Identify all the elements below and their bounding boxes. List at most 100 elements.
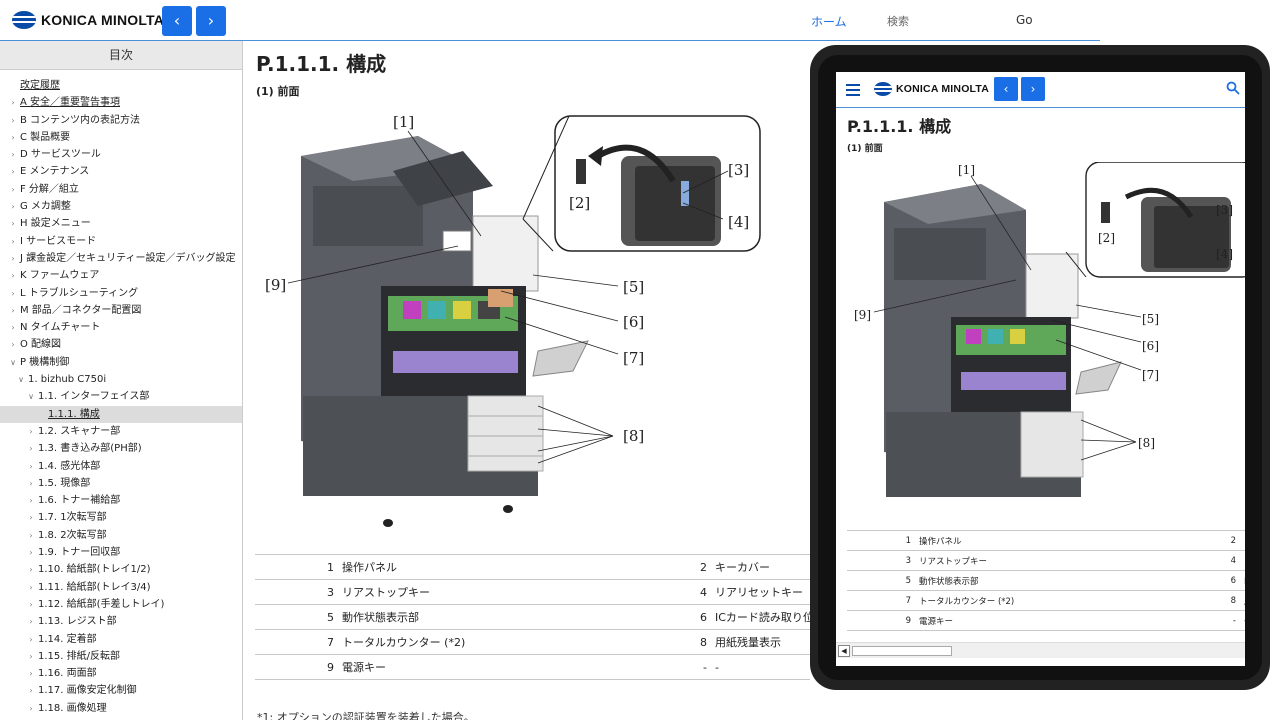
- search-link[interactable]: 検索: [887, 15, 909, 28]
- toc-item[interactable]: ›1.16. 両面部: [0, 665, 242, 682]
- toc-item-label[interactable]: D サービスツール: [20, 149, 101, 161]
- toc-item-label[interactable]: 1.17. 画像安定化制御: [38, 685, 137, 697]
- chevron-right-icon[interactable]: ›: [11, 305, 15, 315]
- toc-item-label[interactable]: O 配線図: [20, 339, 62, 351]
- chevron-right-icon[interactable]: ›: [29, 565, 33, 575]
- toc-item-label[interactable]: 1.16. 両面部: [38, 668, 97, 680]
- toc-item-label[interactable]: 1.9. トナー回収部: [38, 547, 121, 559]
- toc-item-label[interactable]: P 機構制御: [20, 356, 70, 368]
- toc-item-label[interactable]: G メカ調整: [20, 201, 71, 213]
- chevron-right-icon[interactable]: ›: [11, 253, 15, 263]
- chevron-right-icon[interactable]: ›: [11, 236, 15, 246]
- chevron-down-icon[interactable]: ∨: [10, 357, 16, 367]
- chevron-right-icon[interactable]: ›: [29, 703, 33, 713]
- chevron-right-icon[interactable]: ›: [11, 132, 15, 142]
- toc-item-label[interactable]: 1.14. 定着部: [38, 633, 97, 645]
- toc-item[interactable]: › J 課金設定／セキュリティー設定／デバッグ設定: [0, 250, 242, 267]
- chevron-right-icon[interactable]: ›: [29, 444, 33, 454]
- toc-item-label[interactable]: 1.1.1. 構成: [48, 408, 100, 420]
- chevron-right-icon[interactable]: ›: [11, 219, 15, 229]
- toc-item[interactable]: › 1.15. 排紙/反転部: [0, 648, 242, 665]
- toc-item[interactable]: › I サービスモード: [0, 233, 242, 250]
- toc-item-label[interactable]: 1.7. 1次転写部: [38, 512, 107, 524]
- chevron-right-icon[interactable]: ›: [11, 340, 15, 350]
- chevron-right-icon[interactable]: ›: [11, 271, 15, 281]
- chevron-down-icon[interactable]: ∨: [18, 375, 24, 385]
- toc-item[interactable]: › 1.7. 1次転写部: [0, 509, 242, 526]
- toc-item-label[interactable]: A 安全／重要警告事項: [20, 97, 121, 109]
- toc-item-label[interactable]: 1.12. 給紙部(手差しトレイ): [38, 598, 165, 610]
- toc-item-label[interactable]: K ファームウェア: [20, 270, 100, 282]
- chevron-right-icon[interactable]: ›: [29, 530, 33, 540]
- toc-item[interactable]: ›D サービスツール: [0, 146, 242, 163]
- scroll-thumb[interactable]: [852, 646, 952, 656]
- toc-item-label[interactable]: 1.6. トナー補給部: [38, 495, 121, 507]
- toc-item[interactable]: › G メカ調整: [0, 198, 242, 215]
- toc-item[interactable]: ∨ 1.1. インターフェイス部: [0, 388, 242, 405]
- toc-item-label[interactable]: 1.5. 現像部: [38, 477, 91, 489]
- next-page-button[interactable]: ›: [196, 6, 226, 36]
- toc-item-label[interactable]: L トラブルシューティング: [20, 287, 139, 299]
- toc-item-label[interactable]: C 製品概要: [20, 131, 71, 143]
- toc-item-label[interactable]: 1.3. 書き込み部(PH部): [38, 443, 142, 455]
- chevron-right-icon[interactable]: ›: [29, 496, 33, 506]
- chevron-right-icon[interactable]: ›: [29, 651, 33, 661]
- toc-item[interactable]: ∨ 1. bizhub C750i: [0, 371, 242, 388]
- toc-item-label[interactable]: 1.15. 排紙/反転部: [38, 650, 120, 662]
- toc-item-label[interactable]: F 分解／組立: [20, 183, 79, 195]
- scroll-left-icon[interactable]: ◀: [838, 645, 850, 657]
- toc-item[interactable]: › 1.3. 書き込み部(PH部): [0, 440, 242, 457]
- chevron-right-icon[interactable]: ›: [29, 582, 33, 592]
- chevron-right-icon[interactable]: ›: [29, 686, 33, 696]
- toc-item-label[interactable]: N タイムチャート: [20, 322, 101, 334]
- toc-item[interactable]: › 1.12. 給紙部(手差しトレイ): [0, 596, 242, 613]
- toc-item-label[interactable]: 1.2. スキャナー部: [38, 425, 121, 437]
- toc-item-label[interactable]: 1.8. 2次転写部: [38, 529, 107, 541]
- toc-item-label[interactable]: 1. bizhub C750i: [28, 374, 107, 386]
- chevron-right-icon[interactable]: ›: [29, 548, 33, 558]
- chevron-right-icon[interactable]: ›: [11, 98, 15, 108]
- toc-item-label[interactable]: 1.11. 給紙部(トレイ3/4): [38, 581, 151, 593]
- toc-item[interactable]: › 1.2. スキャナー部: [0, 423, 242, 440]
- chevron-right-icon[interactable]: ›: [29, 461, 33, 471]
- toc-item[interactable]: › 1.8. 2次転写部: [0, 527, 242, 544]
- toc-item[interactable]: ›E メンテナンス: [0, 163, 242, 180]
- toc-item-label[interactable]: 1.4. 感光体部: [38, 460, 101, 472]
- toc-item[interactable]: ›1.5. 現像部: [0, 475, 242, 492]
- chevron-right-icon[interactable]: ›: [11, 115, 15, 125]
- toc-item[interactable]: ›1.18. 画像処理: [0, 700, 242, 717]
- chevron-right-icon[interactable]: ›: [29, 634, 33, 644]
- chevron-right-icon[interactable]: ›: [29, 426, 33, 436]
- go-button[interactable]: Go: [1016, 13, 1033, 27]
- toc-item-label[interactable]: 1.1. インターフェイス部: [38, 391, 150, 403]
- toc-item[interactable]: ∨ P 機構制御: [0, 354, 242, 371]
- toc-item[interactable]: › O 配線図: [0, 336, 242, 353]
- toc-item[interactable]: 改定履歴: [0, 77, 242, 94]
- toc-item[interactable]: ›L トラブルシューティング: [0, 285, 242, 302]
- toc-item[interactable]: › M 部品／コネクター配置図: [0, 302, 242, 319]
- toc-item[interactable]: › K ファームウェア: [0, 267, 242, 284]
- chevron-right-icon[interactable]: ›: [11, 167, 15, 177]
- search-icon[interactable]: [1226, 81, 1240, 95]
- toc-item[interactable]: › N タイムチャート: [0, 319, 242, 336]
- chevron-right-icon[interactable]: ›: [29, 617, 33, 627]
- chevron-right-icon[interactable]: ›: [29, 599, 33, 609]
- chevron-right-icon[interactable]: ›: [11, 323, 15, 333]
- chevron-right-icon[interactable]: ›: [29, 513, 33, 523]
- toc-item[interactable]: ›1.10. 給紙部(トレイ1/2): [0, 561, 242, 578]
- chevron-down-icon[interactable]: ∨: [28, 392, 34, 402]
- toc-item[interactable]: › C 製品概要: [0, 129, 242, 146]
- toc-item-label[interactable]: I サービスモード: [20, 235, 97, 247]
- chevron-right-icon[interactable]: ›: [11, 184, 15, 194]
- toc-item[interactable]: › 1.11. 給紙部(トレイ3/4): [0, 579, 242, 596]
- toc-item-label[interactable]: M 部品／コネクター配置図: [20, 304, 142, 316]
- toc-item-label[interactable]: 1.13. レジスト部: [38, 616, 117, 628]
- toc-item-label[interactable]: B コンテンツ内の表記方法: [20, 114, 141, 126]
- chevron-right-icon[interactable]: ›: [11, 202, 15, 212]
- toc-item[interactable]: › B コンテンツ内の表記方法: [0, 112, 242, 129]
- home-link[interactable]: ホーム: [811, 15, 847, 29]
- toc-item-label[interactable]: J 課金設定／セキュリティー設定／デバッグ設定: [20, 252, 236, 264]
- tablet-next-button[interactable]: ›: [1021, 77, 1045, 101]
- toc-item-label[interactable]: H 設定メニュー: [20, 218, 91, 230]
- tablet-horizontal-scrollbar[interactable]: ◀: [836, 642, 1245, 658]
